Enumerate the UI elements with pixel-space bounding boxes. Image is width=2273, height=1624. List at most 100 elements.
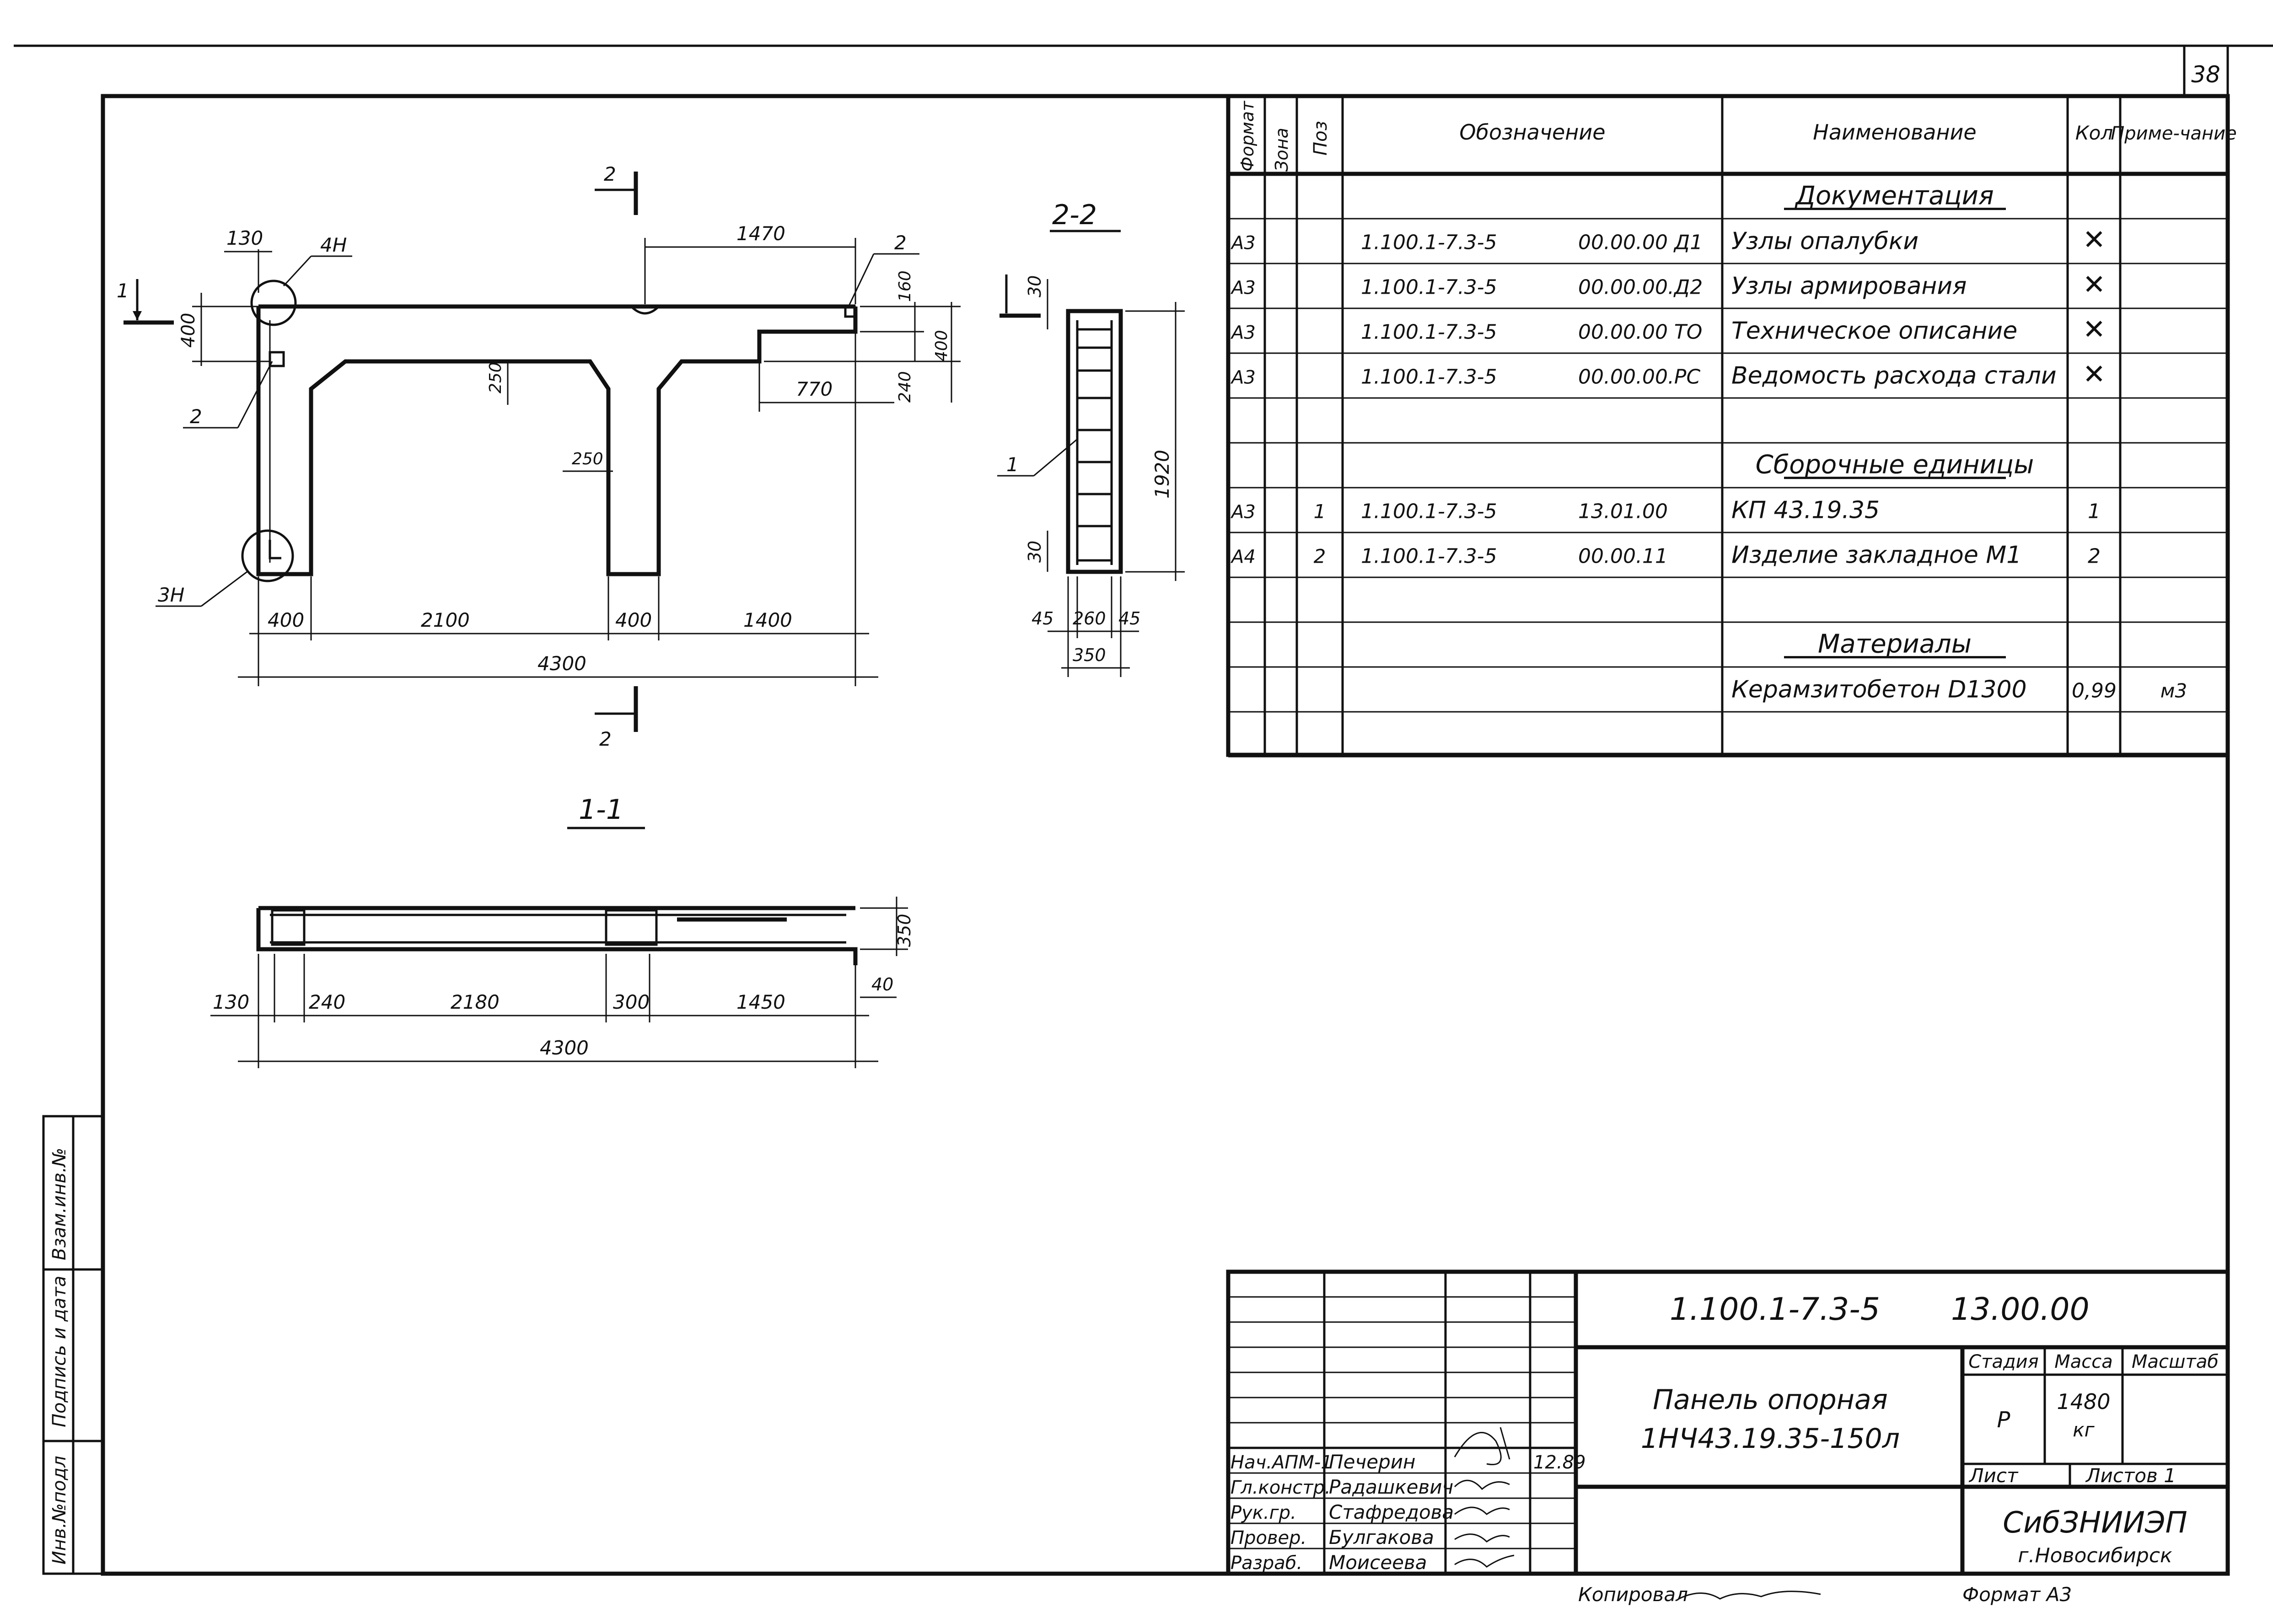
signature-5 xyxy=(1454,1554,1515,1568)
pos-1-leader xyxy=(1033,438,1078,477)
section-1-1-outline xyxy=(256,906,858,965)
side-stamp-inv-repl: Взам.инв.№ xyxy=(49,1148,70,1260)
sheet-number: 38 xyxy=(2191,61,2220,88)
cut-2-top-label: 2 xyxy=(604,163,616,185)
side-stamp-inv-orig: Инв.№подл xyxy=(49,1456,70,1565)
approval-date: 12.89 xyxy=(1533,1452,1586,1473)
dim-40-s11: 40 xyxy=(871,974,893,995)
node-3h-leader xyxy=(201,571,247,607)
spec-cell-name: Узлы армирования xyxy=(1731,273,1967,300)
lifting-loop xyxy=(630,306,660,315)
node-4h-leader xyxy=(283,255,312,287)
dim-30-bottom: 30 xyxy=(1025,541,1045,563)
spec-cell-qty: ✕ xyxy=(2083,314,2106,346)
spec-cell-doc: 1.100.1-7.3-5 xyxy=(1361,500,1497,523)
signer-name-5: Моисеева xyxy=(1329,1551,1427,1574)
front-view: 4Н 3Н 2 2 2 2 1 130 1470 400 xyxy=(117,163,961,750)
dim-1470: 1470 xyxy=(736,222,785,245)
tb-sheet-code: 13.00.00 xyxy=(1951,1291,2090,1328)
dim-770: 770 xyxy=(796,378,833,400)
header-pos: Поз xyxy=(1310,121,1331,156)
dim-130: 130 xyxy=(226,227,263,249)
dim-4300: 4300 xyxy=(537,652,586,675)
spec-cell-doc: 1.100.1-7.3-5 xyxy=(1361,321,1497,344)
title-block: Нач.АПМ-1 Печерин Гл.констр. Радашкевич … xyxy=(1226,1269,2230,1606)
header-zone: Зона xyxy=(1272,128,1292,172)
tb-mass-label: Масса xyxy=(2054,1351,2113,1372)
spec-cell-qty: 2 xyxy=(2088,545,2101,568)
section-1-1-cage-mid xyxy=(605,909,658,946)
node-3h-label: 3Н xyxy=(158,584,184,606)
signature-1 xyxy=(1454,1427,1510,1465)
section-2-2-outline xyxy=(1066,309,1123,574)
signer-role-2: Гл.констр. xyxy=(1231,1477,1331,1498)
side-stamp-sign-date: Подпись и дата xyxy=(49,1276,70,1427)
spec-cell-code: 13.01.00 xyxy=(1578,500,1668,523)
spec-cell-format: А3 xyxy=(1230,502,1256,523)
panel-outline xyxy=(256,307,858,576)
signer-name-3: Стафредова xyxy=(1329,1501,1454,1523)
header-qty: Кол xyxy=(2075,122,2113,144)
dim-240-s11: 240 xyxy=(309,991,345,1013)
tb-title-line1: Панель опорная xyxy=(1653,1384,1888,1416)
signature-4 xyxy=(1454,1533,1510,1543)
tb-sheet-label: Лист xyxy=(1968,1464,2019,1487)
spec-cell-code: 00.00.00.Д2 xyxy=(1578,276,1703,299)
signer-name-4: Булгакова xyxy=(1329,1526,1434,1549)
dim-4300-s11: 4300 xyxy=(540,1037,589,1059)
node-4h-circle xyxy=(250,280,297,326)
embedded-item-left xyxy=(269,351,285,367)
spec-cell-code: 00.00.11 xyxy=(1578,545,1668,568)
spec-table: Формат Зона Поз Обозначение Наименование… xyxy=(1226,94,2237,758)
spec-cell-code: 00.00.00 ТО xyxy=(1578,321,1702,344)
tb-stage-label: Стадия xyxy=(1968,1351,2038,1372)
signer-name-1: Печерин xyxy=(1329,1451,1416,1473)
dim-350-s11: 350 xyxy=(894,914,914,947)
section-2-2-title: 2-2 xyxy=(1052,199,1097,231)
tb-doc-code: 1.100.1-7.3-5 xyxy=(1670,1291,1880,1328)
dim-250-b: 250 xyxy=(572,450,603,468)
dim-30-top: 30 xyxy=(1025,275,1045,297)
dim-300-s11: 300 xyxy=(613,991,650,1013)
spec-cell-format: А3 xyxy=(1230,323,1256,344)
spec-cell-name: Материалы xyxy=(1818,629,1972,659)
section-1-1: 1-1 350 40 130 240 2180 300 1450 4300 xyxy=(210,794,914,1068)
spec-cell-qty: ✕ xyxy=(2083,359,2106,391)
pos-2-top-leader xyxy=(848,253,875,307)
outer-frame xyxy=(101,94,2230,1576)
signature-3 xyxy=(1454,1506,1510,1515)
tb-scale-label: Масштаб xyxy=(2132,1351,2219,1372)
header-format: Формат xyxy=(1237,100,1257,172)
dim-130-s11: 130 xyxy=(213,991,249,1013)
tb-mass-value: 1480 xyxy=(2057,1389,2110,1414)
section-1-1-title: 1-1 xyxy=(579,794,623,826)
dim-260: 260 xyxy=(1073,608,1106,629)
spec-cell-name: Сборочные единицы xyxy=(1756,450,2034,480)
dim-1400: 1400 xyxy=(743,609,792,631)
pos-1-label: 1 xyxy=(1006,453,1019,476)
spec-cell-note: м3 xyxy=(2160,680,2187,702)
signer-role-5: Разраб. xyxy=(1231,1553,1302,1574)
tb-title-line2: 1НЧ43.19.35-150л xyxy=(1641,1423,1900,1455)
spec-cell-format: А4 xyxy=(1230,547,1256,568)
dim-240: 240 xyxy=(896,371,914,403)
spec-cell-name: КП 43.19.35 xyxy=(1731,497,1880,524)
spec-cell-code: 00.00.00 Д1 xyxy=(1578,231,1703,254)
spec-cell-pos: 1 xyxy=(1314,500,1326,523)
spec-cell-doc: 1.100.1-7.3-5 xyxy=(1361,276,1497,299)
dim-160: 160 xyxy=(896,270,914,302)
spec-cell-format: А3 xyxy=(1230,233,1256,254)
pos-2-leader xyxy=(237,361,273,428)
spec-cell-qty: 0,99 xyxy=(2072,679,2117,703)
dim-400-a: 400 xyxy=(268,609,304,631)
spec-cell-qty: ✕ xyxy=(2083,224,2106,256)
stirrups xyxy=(1077,328,1112,562)
dim-2100: 2100 xyxy=(421,609,470,631)
header-note: Приме-чание xyxy=(2111,123,2237,144)
node-3h-detail xyxy=(269,540,281,559)
tb-stage-value: Р xyxy=(1997,1407,2010,1433)
dim-250-a: 250 xyxy=(486,362,505,393)
tb-org-city: г.Новосибирск xyxy=(2018,1544,2172,1567)
dim-350: 350 xyxy=(1073,645,1106,665)
